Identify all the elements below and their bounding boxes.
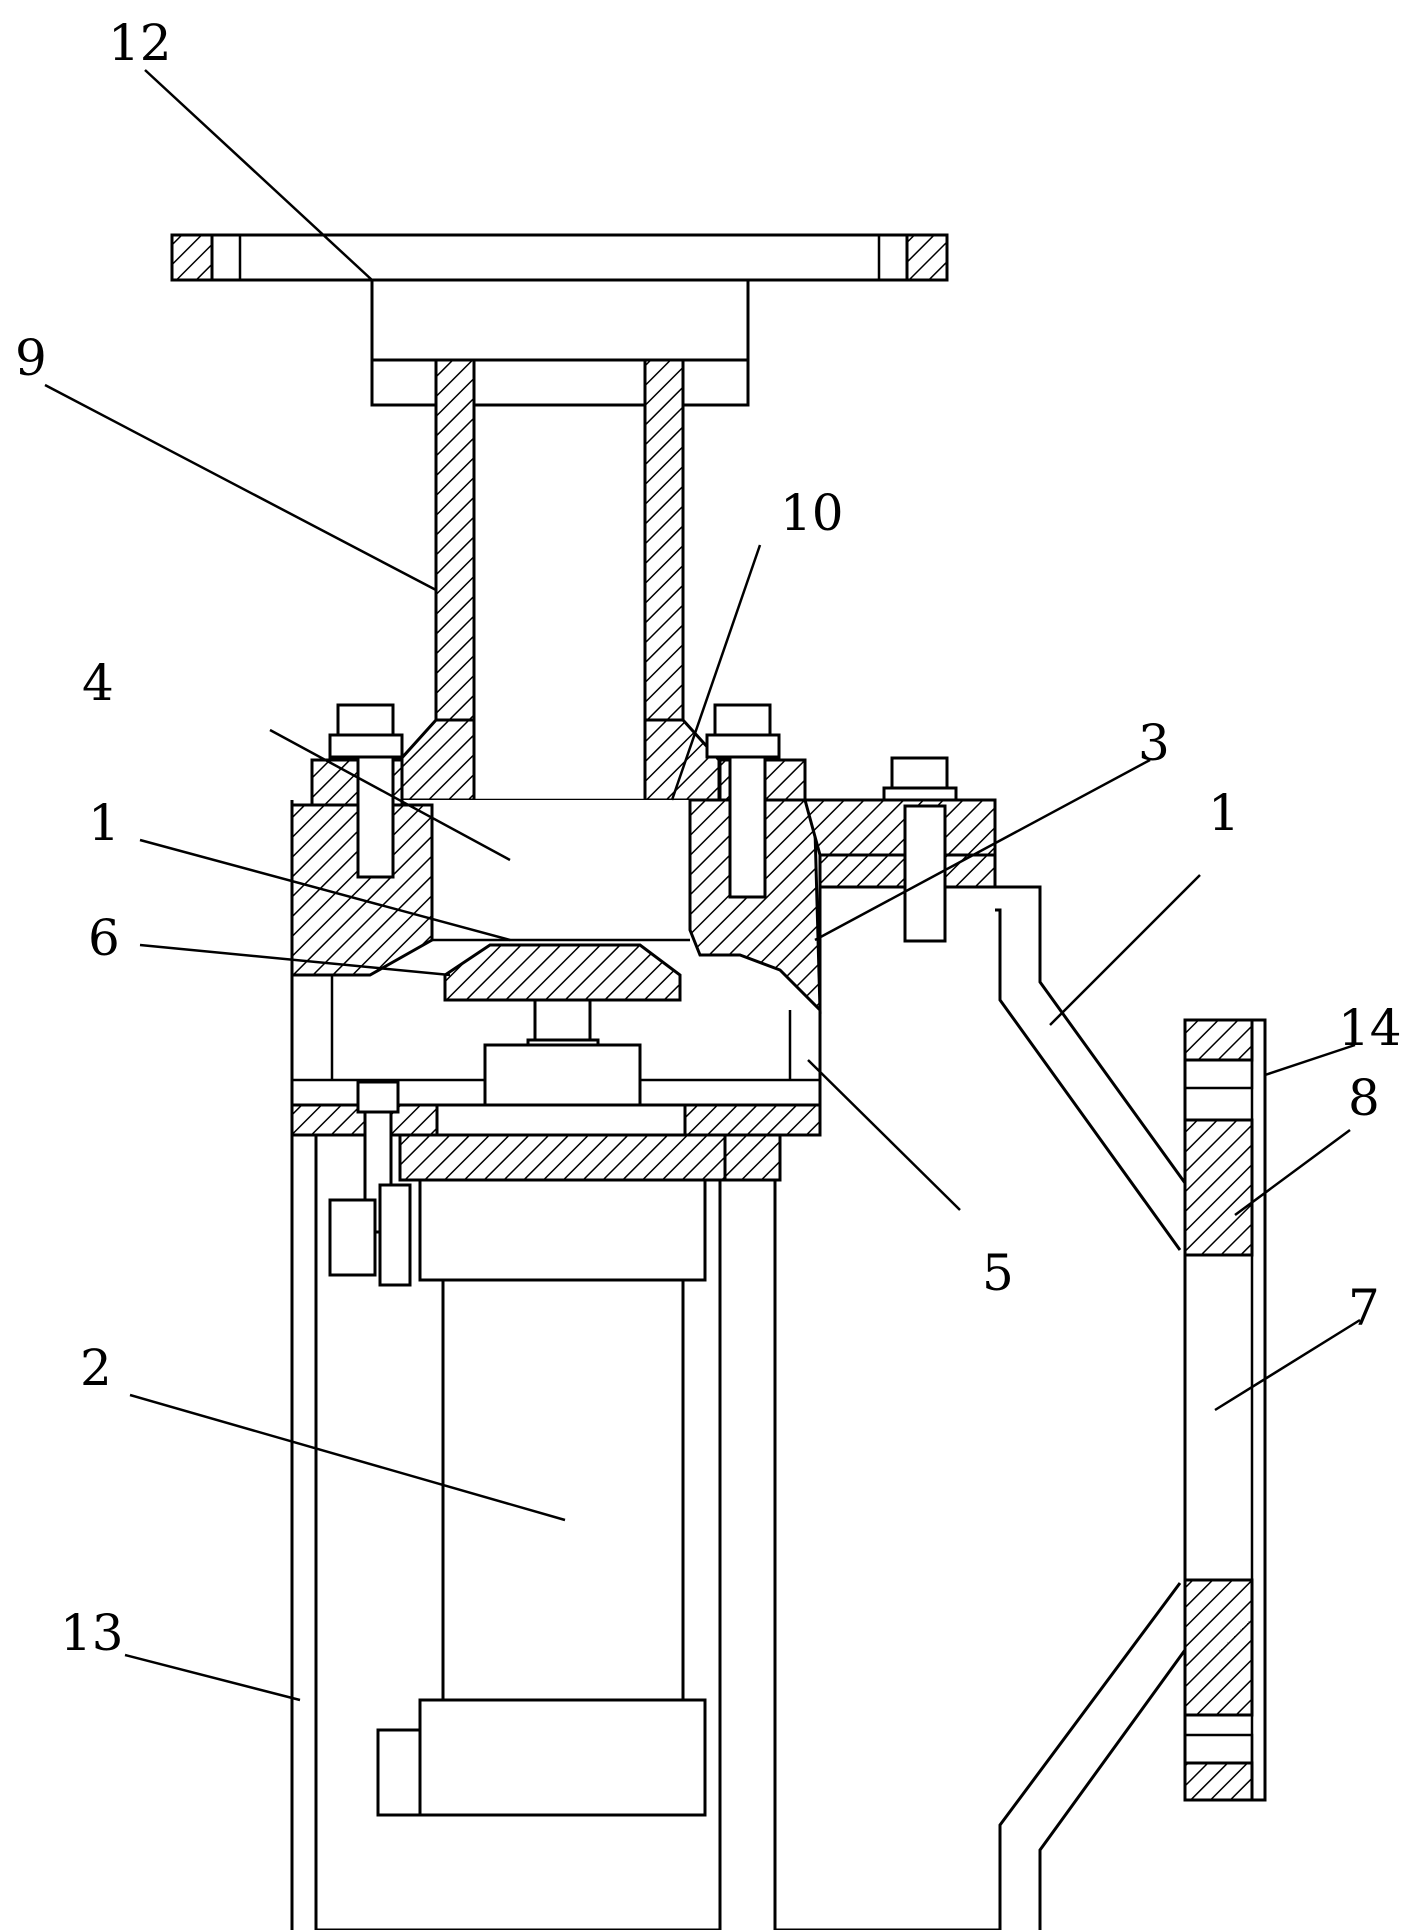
label-14: 14 [1338,999,1402,1057]
label-12: 12 [108,14,172,72]
label-8: 8 [1348,1069,1380,1127]
leader-lines [44,69,1361,1702]
label-2: 2 [80,1339,112,1397]
part-labels: 12 9 10 4 3 1 1 6 14 8 5 7 2 13 [15,14,1402,1662]
valve-housing [290,755,997,1107]
bottom-plate [290,1080,822,1234]
label-10: 10 [780,484,844,542]
label-1-right: 1 [1208,784,1240,842]
label-9: 9 [15,329,47,387]
vertical-pipe [398,358,721,820]
top-flange [170,233,949,407]
outlet-flange [1183,1018,1267,1802]
label-13: 13 [60,1604,124,1662]
label-6: 6 [88,909,120,967]
actuator-cylinder [328,1178,707,1817]
label-5: 5 [982,1244,1014,1302]
label-3: 3 [1138,714,1170,772]
valve-disc [443,943,682,1107]
top-bolts [328,703,958,808]
outlet-pipe [773,885,1187,1930]
label-1-left: 1 [88,794,120,852]
label-7: 7 [1348,1279,1380,1337]
label-4: 4 [82,654,114,712]
